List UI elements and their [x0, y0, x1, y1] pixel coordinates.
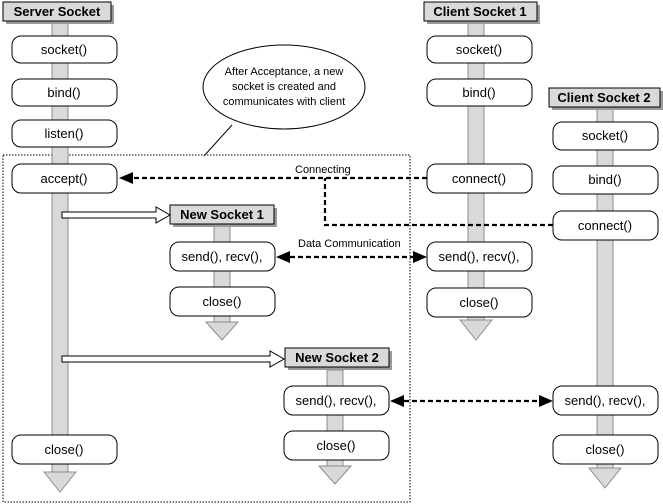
svg-text:close(): close() [585, 442, 624, 457]
server-socket-call: socket() [11, 35, 118, 64]
svg-text:send(), recv(),: send(), recv(), [182, 249, 263, 264]
svg-text:close(): close() [202, 294, 241, 309]
newsocket1-close-call: close() [169, 286, 276, 317]
newsocket1-header: New Socket 1 [169, 204, 277, 227]
newsocket2-sendrecv-call: send(), recv(), [283, 385, 390, 416]
client1-title: Client Socket 1 [433, 4, 526, 19]
accept-region [2, 154, 411, 503]
connecting-arrow: Connecting [119, 164, 553, 227]
server-listen-call: listen() [11, 119, 118, 148]
server-close-call: close() [11, 434, 118, 465]
svg-text:send(), recv(),: send(), recv(), [565, 393, 646, 408]
client2-header: Client Socket 2 [548, 87, 663, 110]
data-communication-arrow-2 [390, 395, 553, 407]
svg-text:close(): close() [44, 442, 83, 457]
newsocket2-close-call: close() [283, 430, 390, 461]
svg-text:bind(): bind() [47, 85, 80, 100]
client1-close-call: close() [426, 287, 533, 318]
svg-text:connect(): connect() [578, 218, 632, 233]
svg-text:accept(): accept() [41, 171, 88, 186]
svg-text:connect(): connect() [452, 171, 506, 186]
client2-title: Client Socket 2 [557, 90, 650, 105]
callout-line-3: communicates with client [223, 96, 345, 108]
newsocket1-title: New Socket 1 [180, 207, 264, 222]
spawn-arrow-newsocket2 [61, 350, 286, 368]
connecting-label: Connecting [295, 164, 351, 176]
client1-socket-call: socket() [426, 35, 533, 64]
spawn-arrow-newsocket1 [61, 206, 172, 224]
svg-text:send(), recv(),: send(), recv(), [296, 393, 377, 408]
server-header: Server Socket [2, 1, 114, 24]
callout-line-1: After Acceptance, a new [225, 66, 344, 78]
server-accept-call: accept() [11, 163, 118, 194]
svg-text:close(): close() [316, 438, 355, 453]
svg-text:bind(): bind() [462, 85, 495, 100]
newsocket1-sendrecv-call: send(), recv(), [169, 241, 276, 272]
newsocket2-header: New Socket 2 [284, 347, 392, 370]
client2-socket-call: socket() [552, 121, 659, 151]
svg-text:send(), recv(),: send(), recv(), [439, 249, 520, 264]
svg-text:listen(): listen() [44, 126, 83, 141]
data-communication-label: Data Communication [298, 238, 401, 250]
server-bind-call: bind() [11, 78, 118, 107]
callout-bubble: After Acceptance, a new socket is create… [202, 44, 366, 157]
client1-header: Client Socket 1 [423, 1, 540, 24]
svg-text:socket(): socket() [456, 42, 502, 57]
client1-bind-call: bind() [426, 78, 533, 107]
client2-close-call: close() [552, 434, 659, 465]
client1-connect-call: connect() [426, 163, 533, 194]
data-communication-arrow-1: Data Communication [276, 238, 427, 263]
svg-text:socket(): socket() [582, 128, 628, 143]
server-title: Server Socket [14, 4, 101, 19]
client2-bind-call: bind() [552, 165, 659, 195]
client2-sendrecv-call: send(), recv(), [552, 385, 659, 416]
client2-connect-call: connect() [552, 210, 659, 241]
client2-lifeline [587, 107, 623, 489]
svg-text:bind(): bind() [588, 172, 621, 187]
callout-line-2: socket is created and [232, 81, 336, 93]
newsocket2-title: New Socket 2 [295, 350, 379, 365]
svg-text:socket(): socket() [41, 42, 87, 57]
svg-text:close(): close() [459, 295, 498, 310]
client1-sendrecv-call: send(), recv(), [426, 241, 533, 272]
